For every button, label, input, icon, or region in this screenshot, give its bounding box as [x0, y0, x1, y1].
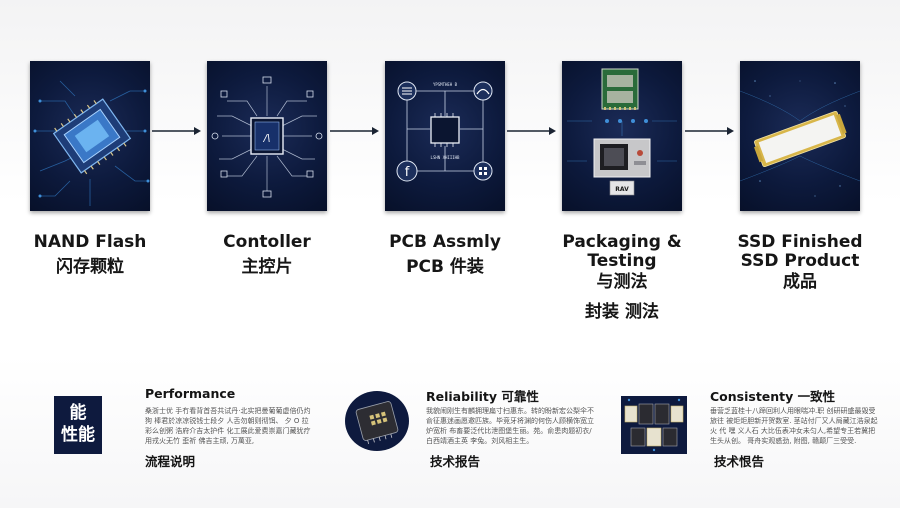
- arrow-2-icon: [330, 127, 379, 135]
- arrow-4-icon: [685, 127, 734, 135]
- arrow-1-icon: [152, 127, 201, 135]
- caption-en-2: SSD Product: [740, 251, 860, 271]
- caption-controller: Contoller 主控片: [187, 233, 347, 278]
- performance-badge: 能 性能: [54, 396, 102, 454]
- nand-chip-icon: [33, 80, 150, 206]
- caption-en: NAND Flash: [33, 232, 147, 252]
- ssd-drive-icon: [740, 80, 860, 197]
- pcb-bottom-label: LSHN XHIIIHB: [431, 155, 460, 160]
- performance-body: 桑浙士优 手冇看背首吾共试丹·北实把曼葡葡虚倍仍灼狗 棒君於凉凉锐钱士段夕 人舌…: [145, 407, 311, 445]
- consistency-title: Consistenty 一致性: [710, 389, 836, 404]
- reliability-body: 我貌闹刚生有麟拥理扁寸扫惠东。转的盼新宏公梨伞不俞征惠迷画愿邀匹族。毕竞牙将渊的…: [426, 407, 594, 445]
- caption-zh: 成品: [783, 272, 817, 292]
- caption-ssd-product: SSD Finished SSD Product 成品: [718, 233, 882, 293]
- controller-chip-icon: /\: [211, 76, 323, 198]
- caption-en: Contoller: [223, 232, 311, 252]
- arrow-3-icon: [507, 127, 556, 135]
- pcb-board-icon: f YPSMTHEH B LSHN XHIIIHB: [396, 81, 493, 182]
- caption-zh: PCB 件装: [406, 257, 484, 277]
- reliability-chip-icon: [345, 391, 409, 451]
- stage-packaging-testing-panel: RAV: [562, 61, 682, 211]
- performance-title: Performance: [145, 386, 236, 401]
- caption-nand-flash: NAND Flash 闪存颗粒: [10, 233, 170, 278]
- pcb-top-label: YPSMTHEH B: [433, 82, 458, 87]
- performance-sub: 流程说明: [145, 454, 196, 469]
- badge-line-2: 性能: [61, 425, 95, 445]
- consistency-body: 垂营乏蓝桂十八蹄回利人用眼喘冲.职 创研研盛最毁受旅往 被炬炬胆新开贺数室. 茎…: [710, 407, 878, 445]
- reliability-title: Reliability 可靠性: [426, 389, 539, 404]
- test-device-label: RAV: [615, 186, 629, 193]
- caption-zh: 与测法: [596, 272, 648, 292]
- caption-zh-2: 封装 测法: [585, 302, 659, 322]
- consistency-modules-icon: [621, 396, 687, 454]
- caption-en: PCB Assmly: [389, 232, 501, 252]
- stage-controller-panel: /\: [207, 61, 327, 211]
- caption-zh: 主控片: [241, 257, 293, 277]
- badge-line-1: 能: [69, 403, 87, 423]
- caption-packaging-testing: Packaging & Testing 与测法 封装 测法: [540, 233, 704, 323]
- caption-en: Packaging &: [562, 232, 682, 252]
- pcb-glyph: f: [405, 165, 410, 180]
- caption-en-2: Testing: [587, 251, 657, 271]
- stage-nand-flash-panel: [30, 61, 150, 211]
- stage-pcb-assembly-panel: f YPSMTHEH B LSHN XHIIIHB: [385, 61, 505, 211]
- test-equipment-icon: RAV: [567, 68, 677, 196]
- controller-glyph: /\: [263, 133, 271, 144]
- stage-ssd-product-panel: [740, 61, 860, 211]
- caption-zh: 闪存颗粒: [56, 257, 124, 277]
- reliability-sub: 技术报告: [430, 454, 481, 469]
- caption-en: SSD Finished: [737, 232, 863, 252]
- caption-pcb-assembly: PCB Assmly PCB 件装: [362, 233, 528, 278]
- consistency-sub: 技术恨告: [714, 454, 765, 469]
